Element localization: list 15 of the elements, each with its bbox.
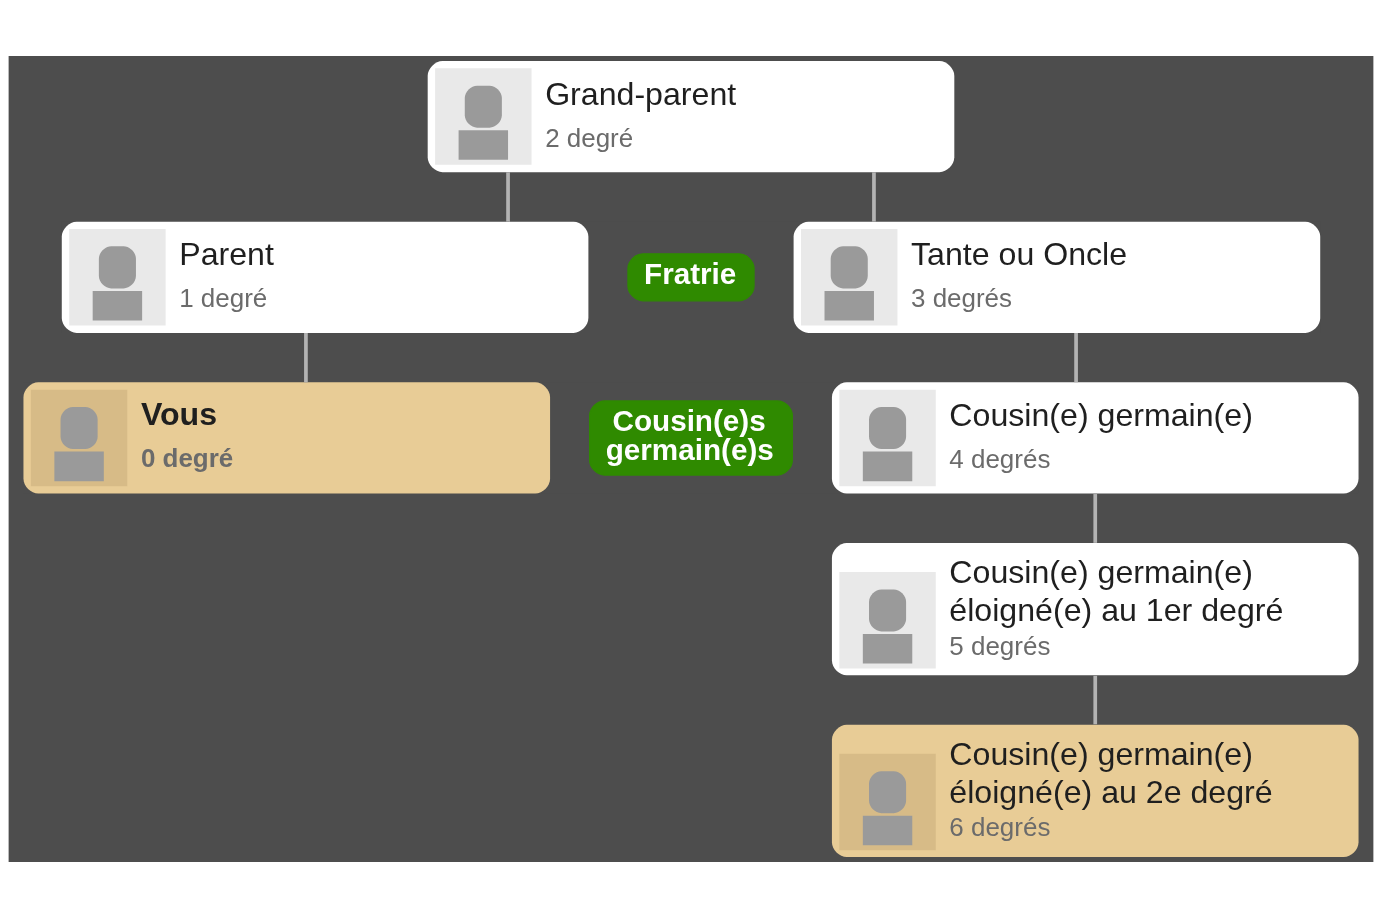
node-box: Tante ou Oncle 3 degrés xyxy=(793,221,1321,333)
node-box: Fratrie xyxy=(627,252,755,301)
node-box: Grand-parent 2 degré xyxy=(427,60,955,172)
connector xyxy=(1074,332,1078,382)
node-box: Parent 1 degré xyxy=(61,221,589,333)
node-box: Cousin(e)s germain(e)s xyxy=(589,399,793,476)
node-box: Cousin(e) germain(e) éloigné(e) au 1er degré 5 degrés xyxy=(831,542,1359,675)
connector xyxy=(872,171,876,222)
connector xyxy=(1093,493,1098,543)
node-box: Vous 0 degré xyxy=(23,381,551,494)
connector xyxy=(304,332,308,382)
connector xyxy=(1093,675,1098,724)
node-box: Cousin(e) germain(e) 4 degrés xyxy=(831,381,1359,494)
connector xyxy=(506,171,510,222)
node-box: Cousin(e) germain(e) éloigné(e) au 2e degré 6 degrés xyxy=(831,724,1359,857)
